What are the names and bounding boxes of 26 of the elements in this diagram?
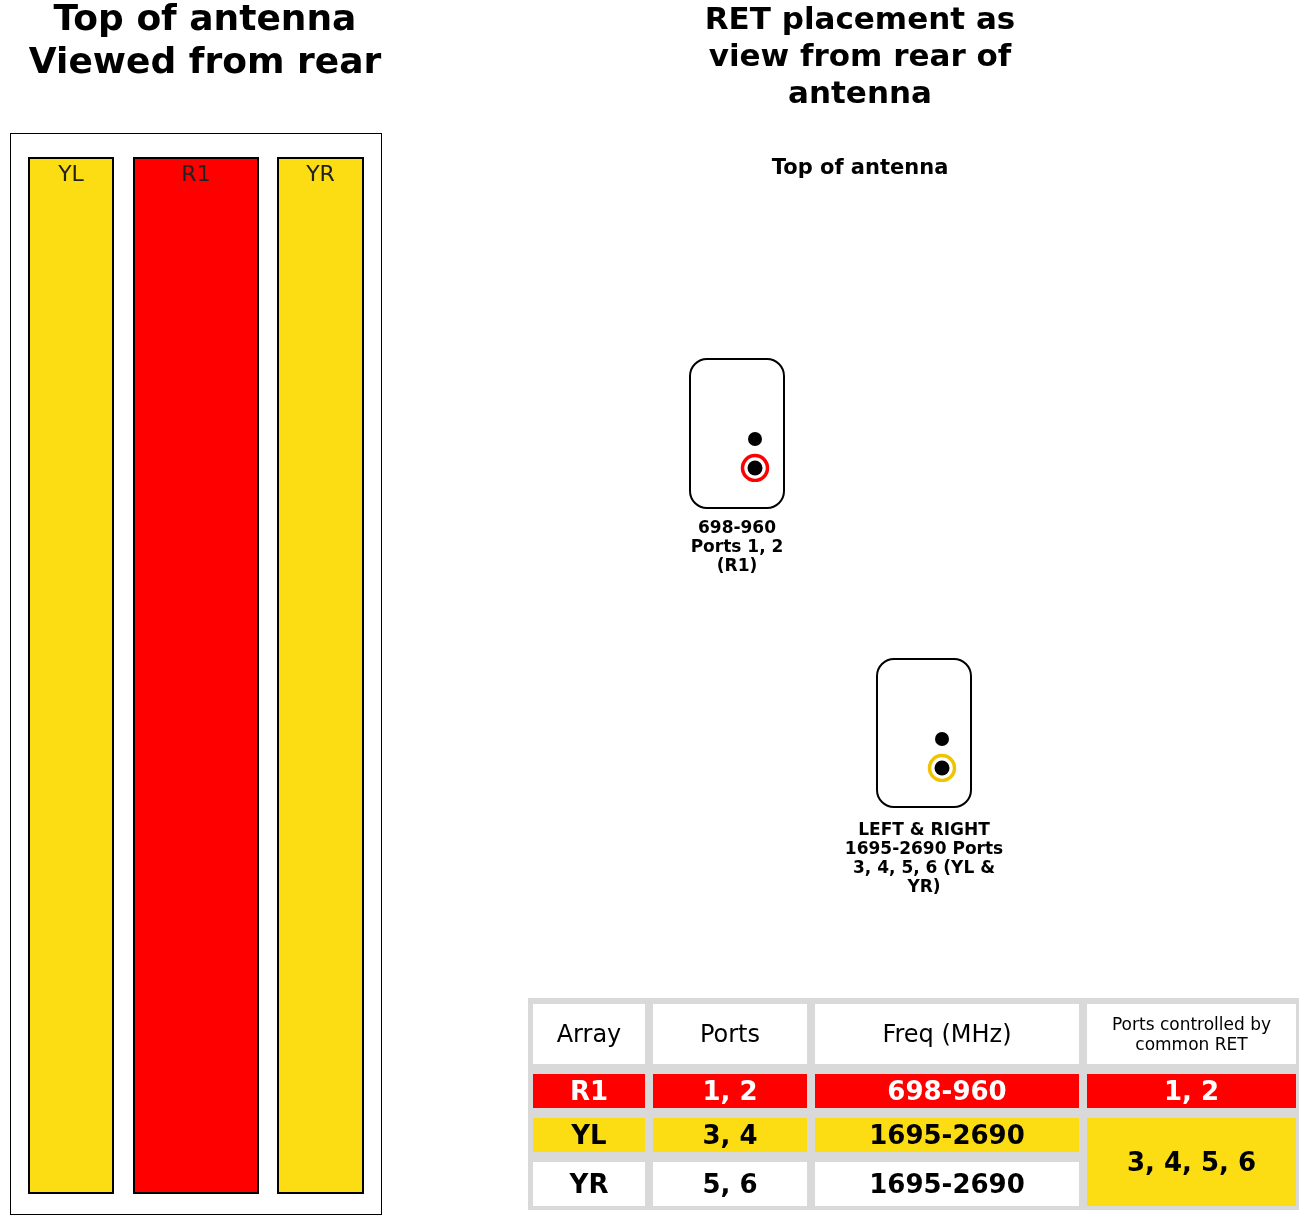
table-cell: 3, 4 [653,1118,807,1152]
column-header: Array [533,1004,645,1064]
subheading: Top of antenna [770,155,950,181]
table-cell: 698-960 [815,1074,1079,1108]
ret-unit [876,658,972,808]
ret-unit [689,358,785,509]
table-cell: 1, 2 [1087,1074,1296,1108]
column-header: Ports [653,1004,807,1064]
table-cell: 1695-2690 [815,1118,1079,1152]
ret-caption: 698-960 Ports 1, 2 (R1) [689,518,785,575]
table-cell: 5, 6 [653,1162,807,1206]
ret-caption: LEFT & RIGHT 1695-2690 Ports 3, 4, 5, 6 (YL & YR) [843,820,1005,896]
column-header: Ports controlled by common RET [1087,1004,1296,1064]
array-column: R1 [133,157,259,1194]
array-column: YL [28,157,114,1194]
heading: RET placement as view from rear of antenna [703,0,1017,112]
table-cell: R1 [533,1074,645,1108]
antenna-outline [10,133,382,1215]
table-cell: YL [533,1118,645,1152]
table-cell: 3, 4, 5, 6 [1087,1118,1296,1206]
table-cell: YR [533,1162,645,1206]
table-cell: 1695-2690 [815,1162,1079,1206]
array-column: YR [277,157,364,1194]
column-header: Freq (MHz) [815,1004,1079,1064]
heading: Top of antenna Viewed from rear [27,0,383,83]
table-cell: 1, 2 [653,1074,807,1108]
